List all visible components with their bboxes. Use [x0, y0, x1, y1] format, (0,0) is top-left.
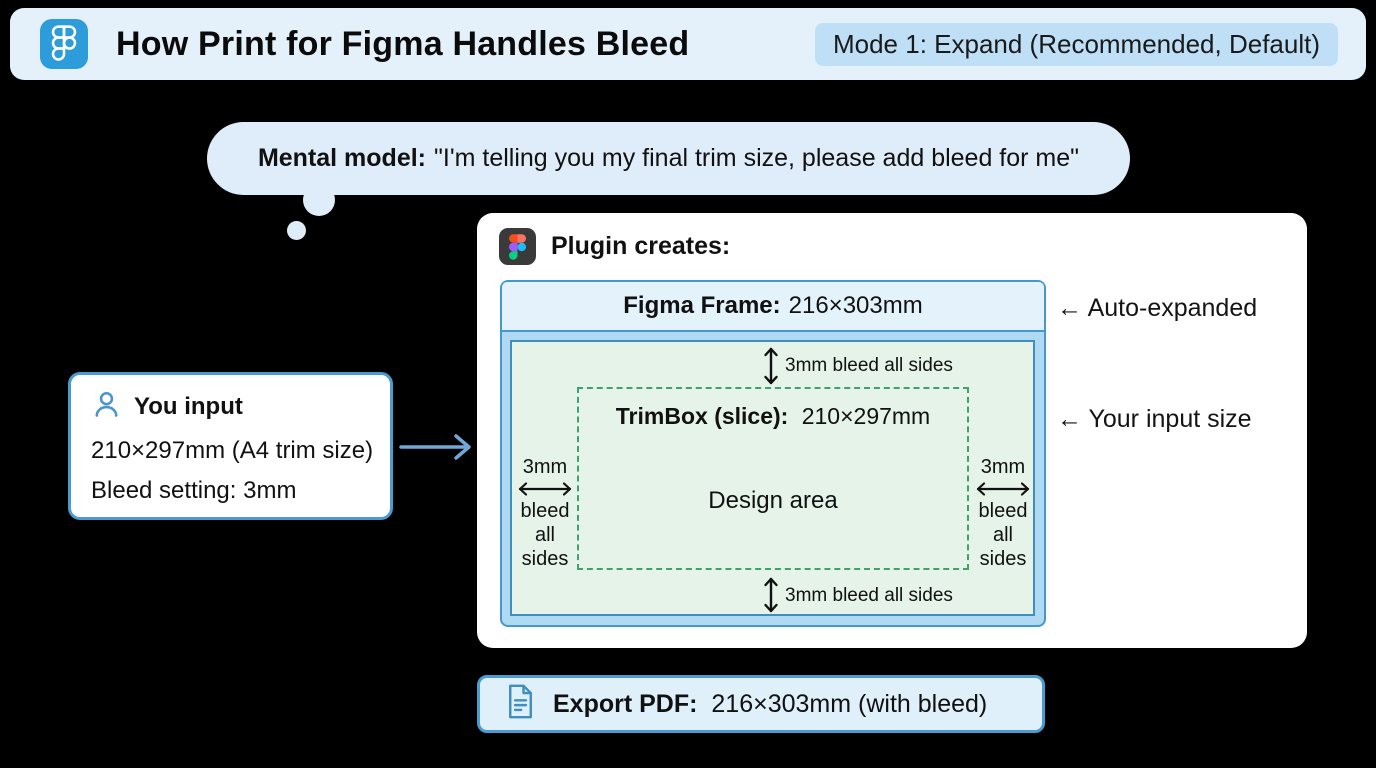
bubble-bold-text: Mental model:	[257, 144, 427, 172]
design-area-box: 3mm bleed all sides TrimBox (slice): 210…	[510, 340, 1035, 616]
bubble-text: "I'm telling you my final trim size, ple…	[434, 144, 1080, 172]
export-pdf-text: Export PDF: 216×303mm (with bleed)	[553, 690, 987, 719]
thought-bubble: Mental model: "I'm telling you my final …	[207, 122, 1130, 195]
left-bleed-arrow-icon	[518, 482, 572, 496]
export-pdf-label: Export PDF:	[553, 689, 698, 718]
input-size-line: 210×297mm (A4 trim size)	[91, 437, 374, 464]
bottom-bleed-label: 3mm bleed all sides	[785, 585, 953, 606]
right-bleed-line1: bleed	[978, 500, 1028, 522]
bleed-setting-line: Bleed setting: 3mm	[91, 477, 297, 504]
figma-frame-size: 216×303mm	[788, 292, 923, 319]
trimbox-size: 210×297mm	[801, 403, 931, 429]
top-bleed-label: 3mm bleed all sides	[785, 355, 953, 376]
figma-frame-header: Figma Frame: 216×303mm	[502, 282, 1044, 332]
bottom-bleed-arrow-icon	[762, 576, 780, 619]
user-icon	[91, 389, 122, 425]
page-title: How Print for Figma Handles Bleed	[116, 24, 690, 63]
flow-arrow-icon	[398, 431, 474, 468]
left-bleed-size: 3mm	[522, 456, 568, 478]
annotation-your-input-size: ← Your input size	[1057, 405, 1252, 433]
left-bleed-line2: all	[534, 524, 555, 546]
figma-outline-icon	[40, 19, 88, 69]
bubble-tail-small	[287, 221, 306, 240]
export-pdf-bar: Export PDF: 216×303mm (with bleed)	[477, 675, 1045, 733]
header-bar: How Print for Figma Handles Bleed Mode 1…	[10, 8, 1366, 80]
mode-badge: Mode 1: Expand (Recommended, Default)	[814, 22, 1338, 66]
figma-logo-icon	[499, 228, 536, 265]
pdf-document-icon	[506, 684, 535, 724]
left-bleed-block: 3mm bleed all sides	[515, 455, 575, 571]
plugin-creates-title: Plugin creates:	[551, 232, 731, 260]
trimbox: TrimBox (slice): 210×297mm Design area	[577, 387, 969, 570]
annotation-auto-expanded: ← Auto-expanded	[1057, 294, 1258, 322]
you-input-card: You input 210×297mm (A4 trim size) Bleed…	[68, 372, 393, 520]
right-bleed-block: 3mm bleed all sides	[973, 455, 1033, 571]
design-area-label: Design area	[708, 487, 838, 514]
right-bleed-size: 3mm	[980, 456, 1026, 478]
figma-frame-label: Figma Frame:	[623, 292, 781, 319]
right-bleed-arrow-icon	[976, 482, 1030, 496]
top-bleed-arrow-icon	[762, 346, 780, 391]
right-bleed-line2: all	[992, 524, 1013, 546]
plugin-creates-card: Plugin creates: Figma Frame: 216×303mm 3…	[477, 213, 1307, 648]
trimbox-label: TrimBox (slice): 210×297mm	[579, 403, 967, 430]
right-bleed-line3: sides	[979, 548, 1027, 570]
you-input-title: You input	[134, 393, 243, 420]
export-pdf-value: 216×303mm (with bleed)	[711, 689, 988, 718]
left-bleed-line1: bleed	[520, 500, 570, 522]
figma-frame-box: Figma Frame: 216×303mm 3mm bleed all sid…	[500, 280, 1046, 627]
trimbox-label-bold: TrimBox (slice):	[615, 403, 789, 429]
left-bleed-line3: sides	[521, 548, 569, 570]
